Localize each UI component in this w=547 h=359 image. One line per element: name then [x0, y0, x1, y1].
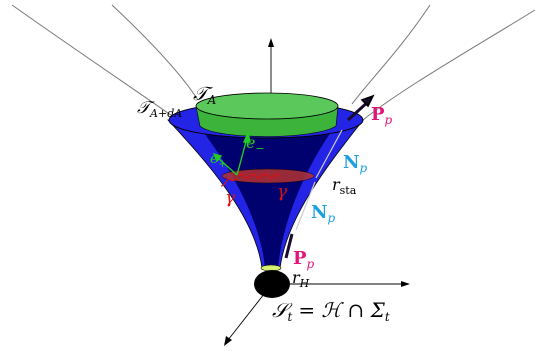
- label-r-H: rH: [292, 268, 310, 290]
- label-e-minus: e−: [246, 133, 265, 155]
- null-ray-far-right: [362, 9, 536, 121]
- photon-left-icon: [220, 177, 237, 187]
- vector-N-lower-icon: [295, 181, 316, 231]
- green-cap-surface: [195, 92, 339, 137]
- photon-lines: [220, 173, 280, 187]
- label-N-lower: Np: [311, 202, 335, 225]
- normal-vectors: [284, 94, 375, 259]
- label-N-upper: Np: [343, 152, 367, 175]
- null-ray-right: [351, 4, 431, 105]
- null-ray-left: [111, 4, 199, 101]
- label-T-AdA: 𝒯A+dA: [137, 98, 182, 120]
- photon-right-icon: [237, 173, 280, 179]
- vector-N-upper-icon: [315, 129, 343, 179]
- label-e-plus: e+: [210, 151, 227, 170]
- null-ray-far-left: [11, 4, 176, 119]
- diagonal-axis: [224, 283, 273, 346]
- funnel-inner-surface: [196, 122, 338, 268]
- label-S-t: 𝒮t= ℋ ∩ Σt: [272, 298, 390, 324]
- horizontal-axis: [272, 281, 410, 287]
- tetrad-vectors: [212, 130, 251, 176]
- vector-P-lower-icon: [284, 233, 294, 259]
- label-P-lower: Pp: [293, 248, 315, 271]
- label-gamma-right: γ: [277, 182, 288, 202]
- null-rays: [11, 4, 536, 121]
- label-T-A: 𝒯A: [193, 83, 217, 107]
- e-minus-vector-icon: [236, 137, 248, 176]
- label-P-upper: Pp: [371, 104, 393, 127]
- label-gamma-left: γ: [225, 188, 236, 208]
- label-r-sta: rsta: [332, 175, 357, 197]
- e-plus-vector-icon: [217, 157, 238, 176]
